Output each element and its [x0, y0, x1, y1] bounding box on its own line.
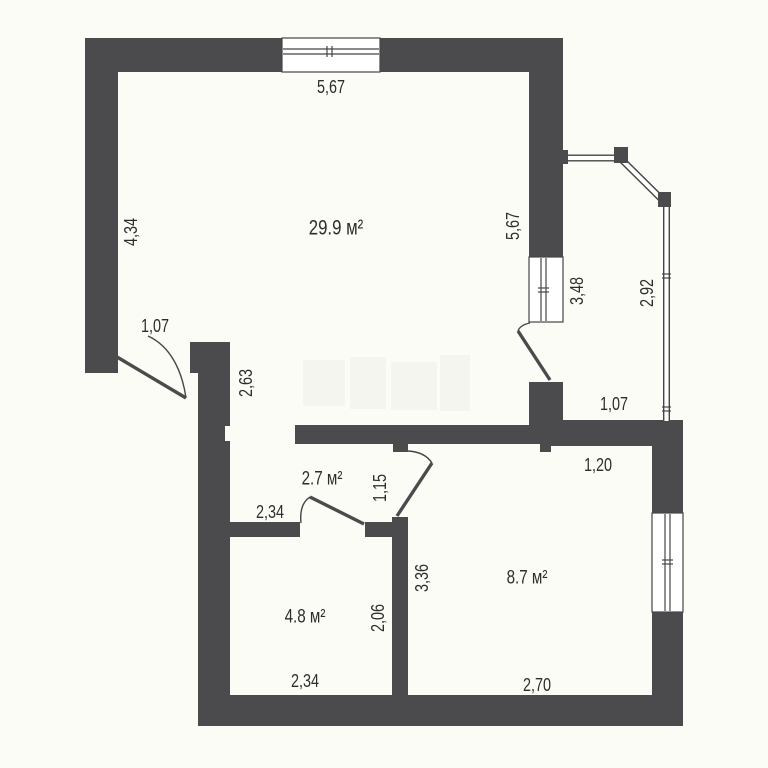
door-balcony-leaf: [516, 330, 552, 381]
door-balcony-swing: [517, 322, 531, 332]
bay-window-wall: [563, 154, 670, 421]
door-storage-leaf: [309, 495, 365, 526]
wall-segment: [652, 430, 683, 513]
wall-segment: [230, 522, 300, 537]
watermark-block: [440, 355, 470, 411]
wall-notch: [225, 426, 231, 441]
wall-segment: [295, 425, 548, 444]
bay-window-wall-core: [563, 155, 669, 421]
wall-segment: [365, 522, 395, 537]
window-top: [281, 37, 381, 73]
wall-segment: [198, 695, 683, 726]
wall-segment: [198, 373, 230, 726]
window-right: [651, 512, 684, 613]
wall-segment: [85, 38, 118, 373]
wall-segment: [540, 444, 551, 452]
door-living-room-leaf: [116, 355, 187, 400]
bay-corner-block: [614, 147, 628, 163]
bay-corner-block: [557, 150, 568, 164]
door-living-room-swing: [147, 335, 187, 399]
wall-segment: [392, 517, 408, 697]
door-kitchen-leaf: [395, 462, 434, 517]
door-storage-swing: [300, 496, 311, 524]
bay-corner-block: [658, 192, 671, 207]
watermark-block: [350, 357, 386, 409]
wall-segment: [652, 612, 683, 726]
watermark-block: [391, 362, 437, 410]
door-kitchen-swing: [407, 450, 433, 464]
wall-segment: [190, 342, 230, 373]
wall-segment: [380, 38, 563, 72]
wall-segment: [529, 72, 563, 257]
wall-segment: [393, 444, 408, 452]
watermark-block: [303, 360, 345, 406]
